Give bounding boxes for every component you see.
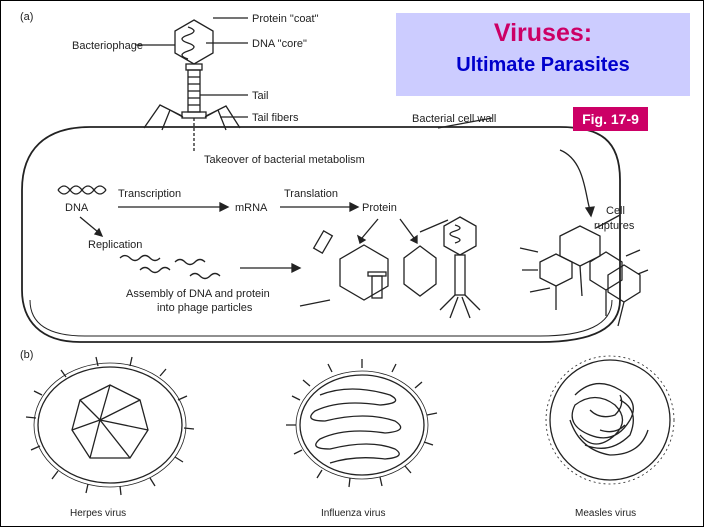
figure-badge: Fig. 17-9	[573, 107, 648, 131]
takeover-label: Takeover of bacterial metabolism	[204, 154, 365, 166]
assembled-phage-head	[444, 217, 476, 255]
transcription-label: Transcription	[118, 188, 181, 200]
cell-ruptures-label-line2: ruptures	[594, 220, 635, 232]
measles-virus-label: Measles virus	[575, 508, 636, 519]
phage-tails	[314, 231, 386, 298]
slide-title: Viruses:	[396, 19, 690, 48]
phage-head	[175, 20, 213, 64]
herpes-virus-drawing	[26, 357, 194, 495]
assembly-label-line2: into phage particles	[157, 302, 253, 314]
cell-ruptures-label-line1: Cell	[606, 205, 625, 217]
dna-label: DNA	[65, 202, 89, 214]
empty-phage-head-2	[404, 246, 436, 296]
mrna-label: mRNA	[235, 202, 268, 214]
dna-core-label: DNA "core"	[252, 38, 307, 50]
panel-a-label: (a)	[20, 11, 33, 23]
replication-label: Replication	[88, 239, 142, 251]
phage-baseplate	[182, 112, 206, 118]
replicated-dna	[120, 256, 220, 279]
translation-label: Translation	[284, 188, 338, 200]
assembly-label-line1: Assembly of DNA and protein	[126, 288, 270, 300]
influenza-virus-drawing	[286, 359, 437, 487]
phage-collar	[186, 64, 202, 70]
phage-dna-coil	[182, 27, 194, 59]
rupture-phage-cluster	[520, 226, 648, 326]
herpes-virus-label: Herpes virus	[70, 508, 126, 519]
influenza-virus-label: Influenza virus	[321, 508, 385, 519]
bacterial-cell-wall-label: Bacterial cell wall	[412, 113, 496, 125]
bacteriophage-label: Bacteriophage	[72, 40, 143, 52]
tail-label: Tail	[252, 90, 269, 102]
panel-b-label: (b)	[20, 349, 33, 361]
protein-label: Protein	[362, 202, 397, 214]
protein-coat-label: Protein "coat"	[252, 13, 319, 25]
slide-subtitle: Ultimate Parasites	[396, 54, 690, 77]
title-box: Viruses: Ultimate Parasites	[396, 13, 690, 96]
tail-fibers-label: Tail fibers	[252, 112, 299, 124]
measles-virus-drawing	[546, 356, 674, 484]
